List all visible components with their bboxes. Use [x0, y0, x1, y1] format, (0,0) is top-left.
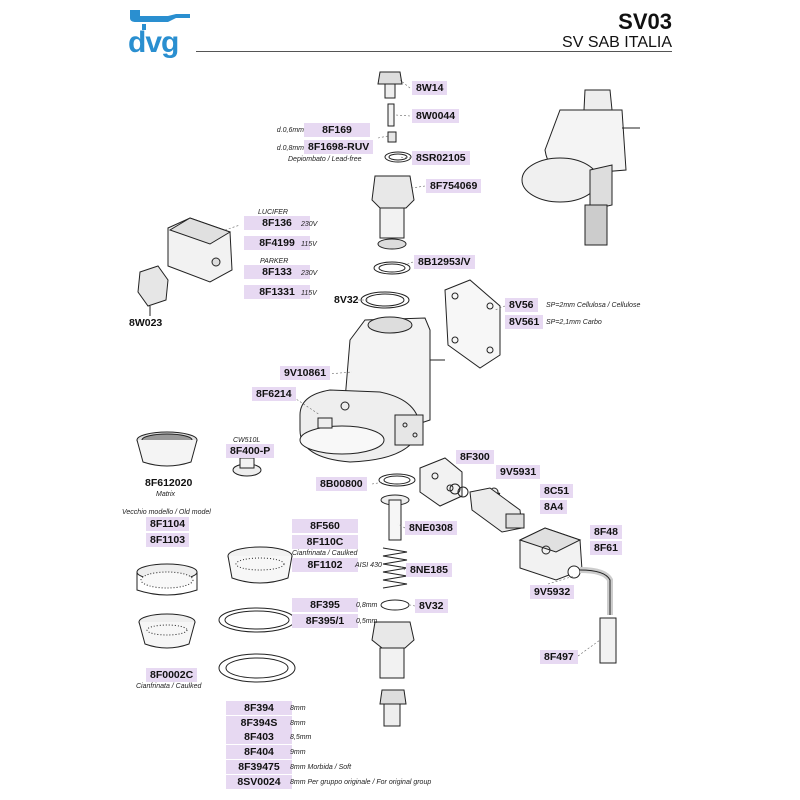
part-code: 8C51: [540, 484, 574, 498]
brand-logo-text: dvg: [128, 26, 179, 59]
part-code: 8W023: [129, 317, 163, 329]
note: 8mm Per gruppo originale / For original …: [290, 779, 432, 786]
part-code: 8V561: [505, 315, 544, 329]
note: 230V: [301, 270, 318, 277]
note: 8,5mm: [290, 734, 312, 741]
part-code: 8F612020: [145, 477, 193, 489]
part-code: 8F395: [292, 598, 358, 612]
part-code: 8F61: [590, 541, 622, 555]
note: 9mm: [290, 749, 306, 756]
valve-plate: [419, 457, 469, 507]
assembled-group-illustration: [521, 89, 640, 246]
model-name: SV SAB ITALIA: [562, 34, 672, 51]
model-code: SV03: [618, 9, 672, 34]
main-group-body: [299, 316, 445, 463]
header-rule: [196, 51, 672, 52]
matrix-filter: [136, 431, 198, 467]
part-code: 8W0044: [412, 109, 460, 123]
part-code: 8F403: [226, 730, 292, 744]
note: PARKER: [260, 258, 289, 265]
part-code: 8F404: [226, 745, 292, 759]
note: d.0,8mm: [276, 145, 304, 152]
note: Vecchio modello / Old model: [122, 509, 211, 516]
part-code: 8F0002C: [146, 668, 198, 682]
note: SP=2mm Cellulosa / Cellulose: [546, 302, 641, 309]
note: 8mm: [290, 720, 306, 727]
part-code: 8F394S: [226, 716, 292, 730]
dvg-logo-icon: [130, 10, 190, 30]
part-code: 8F4199: [244, 236, 310, 250]
part-code: 8F394: [226, 701, 292, 715]
note: CW510L: [233, 437, 261, 444]
part-code: 8F395/1: [292, 614, 358, 628]
part-code: 8NE185: [406, 563, 452, 577]
solenoid-valve-stem: [469, 487, 525, 533]
part-code: 8F1698-RUV: [304, 140, 374, 154]
part-code: 8F1102: [292, 558, 358, 572]
solenoid-coil-illustration: [137, 217, 233, 316]
piston: [380, 494, 410, 541]
part-code: 9V5931: [496, 465, 541, 479]
part-code: 8F400-P: [226, 444, 275, 458]
part-code: 8F300: [456, 450, 494, 464]
part-code: 8A4: [540, 500, 568, 514]
part-code: 8F133: [244, 265, 310, 279]
note: 115V: [301, 241, 317, 248]
note: 115V: [301, 290, 317, 297]
note: AISI 430: [355, 562, 382, 569]
note: Cianfrinata / Caulked: [292, 550, 358, 557]
part-code: 8F497: [540, 650, 578, 664]
note: 0,5mm: [356, 618, 378, 625]
part-code: 8V32: [334, 294, 359, 306]
shower-screen: [227, 546, 293, 584]
part-code: 8F110C: [292, 535, 358, 549]
note: 8mm Morbida / Soft: [290, 764, 352, 771]
part-code: 8NE0308: [405, 521, 457, 535]
shower-screw: [232, 457, 262, 477]
valve-body-upper: [371, 175, 415, 250]
spring: [382, 547, 408, 589]
note: 230V: [301, 221, 318, 228]
part-code: 8B00800: [316, 477, 367, 491]
note: Cianfrinata / Caulked: [136, 683, 202, 690]
part-code: 9V10861: [280, 366, 331, 380]
part-code: 8F39475: [226, 760, 292, 774]
part-code: 8F1103: [146, 533, 190, 547]
part-code: 8F6214: [252, 387, 296, 401]
note: SP=2,1mm Carbo: [546, 319, 602, 326]
lower-valve-body: [371, 621, 415, 727]
part-code: 8F48: [590, 525, 622, 539]
shower-baskets: [136, 563, 198, 649]
note: Matrix: [156, 491, 176, 498]
part-code: 8F1104: [146, 517, 190, 531]
part-code: 8SR02105: [412, 151, 470, 165]
part-code: 8F169: [304, 123, 370, 137]
leader-lines: [224, 79, 601, 657]
note: LUCIFER: [258, 209, 288, 216]
part-code: 8F1331: [244, 285, 310, 299]
solenoid-coil-right: [518, 527, 583, 581]
part-code: 8F754069: [426, 179, 482, 193]
note: Depiombato / Lead-free: [288, 156, 362, 163]
note: 8mm: [290, 705, 306, 712]
discharge-pipe: [579, 567, 617, 664]
part-code: 8V32: [415, 599, 448, 613]
part-code: 8F136: [244, 216, 310, 230]
part-code: 9V5932: [530, 585, 575, 599]
part-code: 8SV0024: [226, 775, 292, 789]
note: d.0,6mm: [276, 127, 304, 134]
top-cap-screw: [377, 71, 403, 99]
part-code: 8V56: [505, 298, 538, 312]
part-code: 8B12953/V: [414, 255, 475, 269]
gasket-plate: [444, 279, 501, 369]
note: 0,8mm: [356, 602, 378, 609]
part-code: 8W14: [412, 81, 448, 95]
part-code: 8F560: [292, 519, 358, 533]
